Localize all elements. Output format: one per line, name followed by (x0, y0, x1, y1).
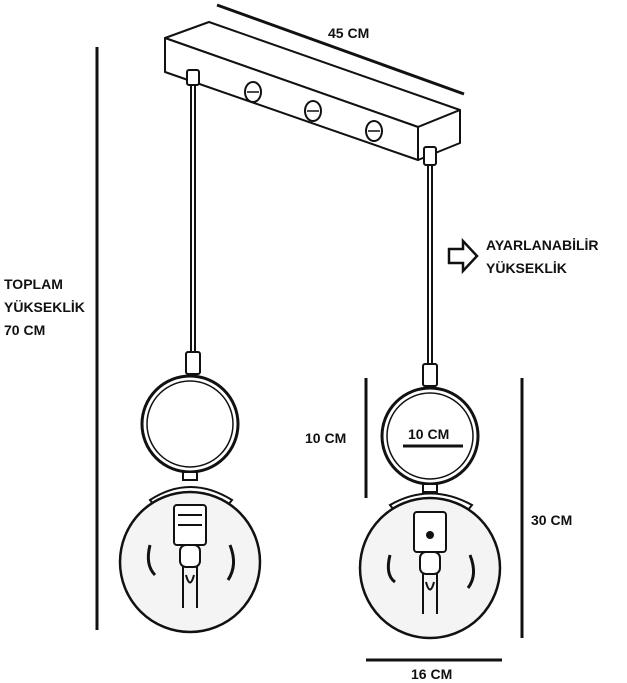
total-height-label-line1: TOPLAM (4, 276, 63, 292)
right-pendant (358, 165, 502, 640)
adjustable-height-label-line1: AYARLANABİLİR (486, 237, 599, 253)
left-pendant (118, 85, 262, 634)
ring-height-label: 10 CM (305, 430, 347, 446)
width-label: 45 CM (328, 25, 370, 41)
total-height-label-line2: YÜKSEKLİK (4, 299, 85, 315)
total-height-label-line3: 70 CM (4, 322, 46, 338)
globe-width-label: 16 CM (411, 666, 453, 682)
canopy-screws (244, 81, 383, 142)
pendant-height-label: 30 CM (531, 512, 573, 528)
ring-width-label: 10 CM (408, 426, 450, 442)
width-dimension-line (216, 3, 465, 96)
ceiling-canopy (164, 21, 461, 161)
outline-right-arrow-icon (447, 237, 479, 275)
cord-grips (186, 69, 437, 166)
adjustable-height-label-line2: YÜKSEKLİK (486, 260, 567, 276)
